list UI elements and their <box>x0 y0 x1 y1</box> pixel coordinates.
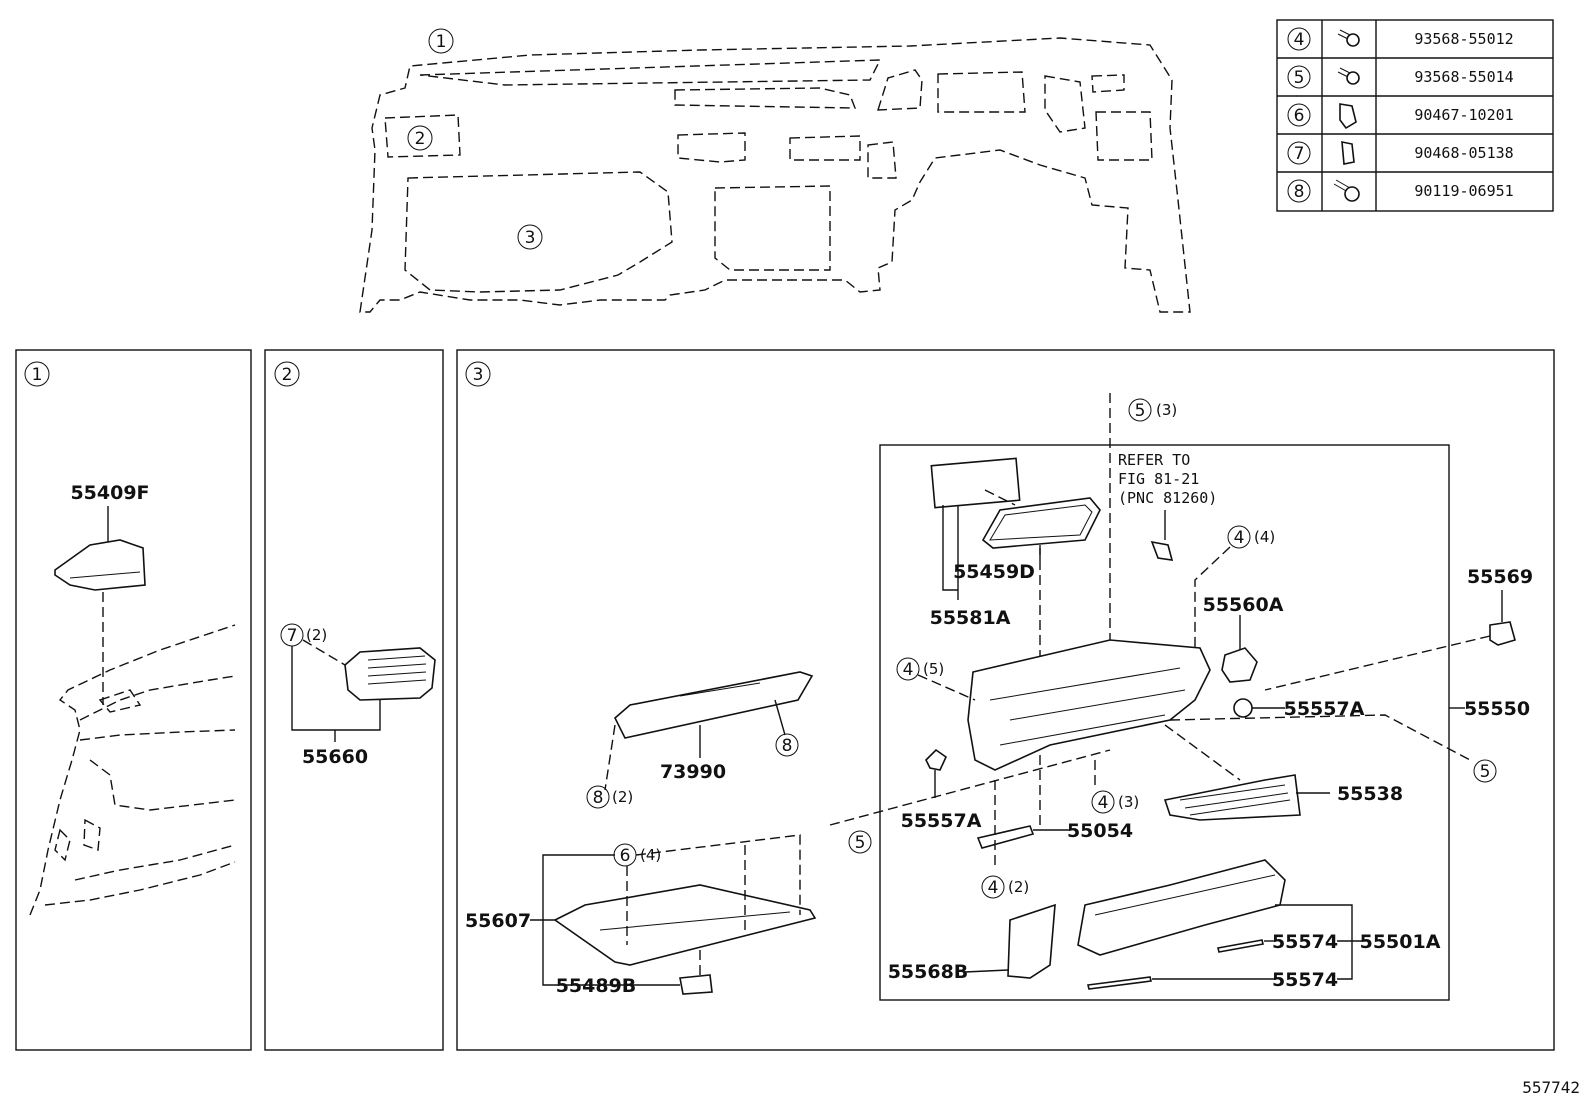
fastener-ref-5-right: 5 <box>1480 762 1491 782</box>
part-label-55557A-left: 55557A <box>901 810 982 832</box>
refer-note-line-2: FIG 81-21 <box>1118 470 1199 488</box>
part-label-55607: 55607 <box>465 910 531 932</box>
fastener-qty-6: (4) <box>640 846 661 864</box>
part-label-55459D: 55459D <box>953 561 1035 583</box>
table-ref-8: 8 <box>1294 182 1305 202</box>
stopper-55569 <box>1489 621 1516 646</box>
fastener-qty-4-top: (4) <box>1254 528 1275 546</box>
refer-note-line-3: (PNC 81260) <box>1118 489 1217 507</box>
fastener-qty-4-mid: (3) <box>1118 793 1139 811</box>
table-row-8: 8 90119-06951 <box>1287 179 1514 203</box>
part-label-55569: 55569 <box>1467 566 1533 588</box>
lower-panel-55607 <box>553 884 817 966</box>
part-label-73990: 73990 <box>660 761 726 783</box>
fastener-ref-8-right: 8 <box>782 736 793 756</box>
overview-callout-1-label: 1 <box>436 32 447 52</box>
overview-callout-2-label: 2 <box>415 129 426 149</box>
clip-icon <box>1341 141 1355 165</box>
fastener-ref-5-left: 5 <box>855 833 866 853</box>
screw-washer-icon <box>1333 179 1360 202</box>
overview-dashboard-outline <box>359 37 1191 313</box>
table-ref-6: 6 <box>1294 106 1305 126</box>
pin-55574-top <box>1217 939 1264 953</box>
overview-callout-2: 2 <box>407 125 433 151</box>
fastener-ref-8-left: 8 <box>593 788 604 808</box>
bolt-icon <box>1337 67 1360 85</box>
hinge-pin-55054 <box>976 825 1035 849</box>
clip-icon <box>1339 103 1357 130</box>
table-row-5: 5 93568-55014 <box>1287 65 1514 89</box>
liner-55538 <box>1163 774 1301 821</box>
panel-3: 3 73990 8 (2) 8 6 (4) 55607 55489B <box>456 349 1555 1051</box>
panel-2-ref: 2 <box>282 365 293 385</box>
table-part-5: 93568-55014 <box>1414 68 1513 86</box>
clip-55489B <box>679 974 713 995</box>
table-part-8: 90119-06951 <box>1414 182 1513 200</box>
panel-2: 2 7 (2) 55660 <box>264 349 444 1051</box>
switch-clip-icon <box>1150 540 1174 561</box>
part-label-55409F: 55409F <box>70 482 149 504</box>
table-ref-4: 4 <box>1294 30 1305 50</box>
fastener-qty-7: (2) <box>306 626 327 644</box>
part-label-55574-bottom: 55574 <box>1272 969 1338 991</box>
part-label-55550: 55550 <box>1464 698 1530 720</box>
fastener-ref-4-mid: 4 <box>1098 793 1109 813</box>
fastener-ref-6: 6 <box>620 846 631 866</box>
figure-number: 557742 <box>1522 1078 1580 1097</box>
fastener-ref-4-bottom: 4 <box>988 878 999 898</box>
table-ref-7: 7 <box>1294 144 1305 164</box>
fastener-ref-5-top: 5 <box>1135 401 1146 421</box>
part-label-55560A: 55560A <box>1203 594 1284 616</box>
fastener-qty-4-bottom: (2) <box>1008 878 1029 896</box>
trim-panel-73990 <box>614 671 814 739</box>
table-part-7: 90468-05138 <box>1414 144 1513 162</box>
table-part-4: 93568-55012 <box>1414 30 1513 48</box>
panel-1-ref: 1 <box>32 365 43 385</box>
fastener-table: 4 93568-55012 5 93568-55014 6 90467-1020… <box>1276 19 1554 212</box>
glove-box-55550 <box>967 639 1211 771</box>
lamp-lens-55459D <box>930 457 1101 549</box>
part-label-55501A: 55501A <box>1360 931 1441 953</box>
fastener-ref-4-left: 4 <box>903 660 914 680</box>
fastener-qty-4-left: (5) <box>923 660 944 678</box>
part-label-55581A: 55581A <box>930 607 1011 629</box>
overview-callout-3: 3 <box>517 224 543 250</box>
overview-callout-1: 1 <box>428 28 454 54</box>
refer-note-line-1: REFER TO <box>1118 451 1190 469</box>
fastener-qty-8-left: (2) <box>612 788 633 806</box>
lock-cylinder-55560A <box>1221 647 1258 683</box>
part-label-55557A-right: 55557A <box>1284 698 1365 720</box>
table-part-6: 90467-10201 <box>1414 106 1513 124</box>
table-row-4: 4 93568-55012 <box>1287 27 1514 51</box>
part-label-55660: 55660 <box>302 746 368 768</box>
table-row-6: 6 90467-10201 <box>1287 103 1514 130</box>
bolt-icon <box>1337 29 1360 47</box>
air-vent-register <box>344 647 436 701</box>
damper-55557A-right <box>1233 698 1253 718</box>
fastener-ref-7: 7 <box>287 626 298 646</box>
table-row-7: 7 90468-05138 <box>1287 141 1514 165</box>
cover-55568B <box>1007 903 1056 979</box>
part-label-55574-top: 55574 <box>1272 931 1338 953</box>
pin-55574-bottom <box>1087 976 1152 990</box>
fastener-qty-5-top: (3) <box>1156 401 1177 419</box>
panel-3-ref: 3 <box>473 365 484 385</box>
part-label-55489B: 55489B <box>556 975 637 997</box>
panel-1: 1 55409F <box>15 349 252 1051</box>
glove-box-subassembly-frame <box>879 444 1450 1001</box>
part-label-55568B: 55568B <box>888 961 969 983</box>
part-label-55538: 55538 <box>1337 783 1403 805</box>
damper-55557A-left <box>925 748 948 771</box>
table-ref-5: 5 <box>1294 68 1305 88</box>
part-label-55054: 55054 <box>1067 820 1133 842</box>
fastener-ref-4-top: 4 <box>1234 528 1245 548</box>
overview-callout-3-label: 3 <box>525 228 536 248</box>
